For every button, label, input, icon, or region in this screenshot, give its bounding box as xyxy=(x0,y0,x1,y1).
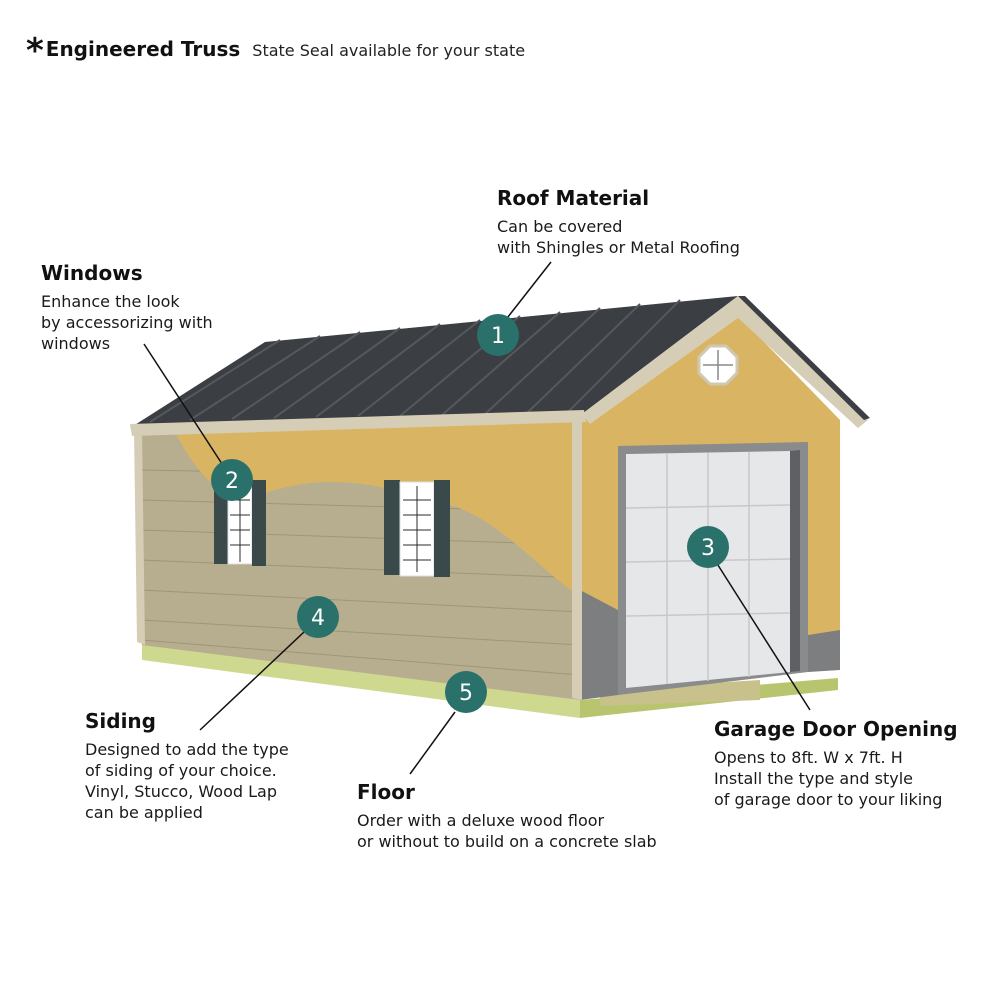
badge-5-number: 5 xyxy=(459,681,473,706)
callout-line: of garage door to your liking xyxy=(714,790,943,809)
callout-line: can be applied xyxy=(85,803,203,822)
badge-2: 2 xyxy=(211,459,253,501)
leader-line-4 xyxy=(199,631,305,731)
callout-title: Roof Material xyxy=(497,186,650,210)
callout-line: windows xyxy=(41,334,111,353)
asterisk: * xyxy=(26,31,44,71)
roof-ribs xyxy=(149,299,681,423)
leader-line-1 xyxy=(503,261,552,323)
badge-1: 1 xyxy=(477,314,519,356)
roof-fascia xyxy=(130,410,586,436)
callout-title: Siding xyxy=(85,709,156,733)
callout-garage-door-opening: Garage Door Opening Opens to 8ft. W x 7f… xyxy=(714,717,958,810)
octagon-window-icon xyxy=(697,344,739,386)
callout-line: Can be covered xyxy=(497,217,623,236)
callout-siding: Siding Designed to add the type of sidin… xyxy=(85,709,289,823)
badge-2-number: 2 xyxy=(225,469,239,494)
garage-door-jamb xyxy=(790,450,800,672)
callout-windows: Windows Enhance the look by accessorizin… xyxy=(41,261,213,354)
callout-line: Install the type and style xyxy=(714,769,913,788)
leader-line-5 xyxy=(409,711,456,775)
callout-line: Opens to 8ft. W x 7ft. H xyxy=(714,748,903,767)
callout-title: Floor xyxy=(357,780,415,804)
gable-roof-edge xyxy=(738,296,870,420)
callout-title: Garage Door Opening xyxy=(714,717,958,741)
header-subtitle: State Seal available for your state xyxy=(252,41,526,60)
callout-floor: Floor Order with a deluxe wood floor or … xyxy=(357,780,657,852)
window-right-icon xyxy=(384,480,450,577)
leader-lines xyxy=(143,261,811,775)
callout-line: of siding of your choice. xyxy=(85,761,277,780)
badge-5: 5 xyxy=(445,671,487,713)
callout-line: Vinyl, Stucco, Wood Lap xyxy=(85,782,277,801)
badge-4-number: 4 xyxy=(311,606,325,631)
corner-trim xyxy=(572,420,582,700)
callout-line: Designed to add the type xyxy=(85,740,289,759)
gable-wall-lower-right xyxy=(808,630,840,672)
badge-1-number: 1 xyxy=(491,324,505,349)
callout-title: Windows xyxy=(41,261,143,285)
header-title: Engineered Truss xyxy=(45,37,241,61)
callout-line: Enhance the look xyxy=(41,292,180,311)
badge-3: 3 xyxy=(687,526,729,568)
badge-4: 4 xyxy=(297,596,339,638)
callout-line: with Shingles or Metal Roofing xyxy=(497,238,740,257)
side-wall-osb xyxy=(175,420,578,595)
leader-line-3 xyxy=(715,561,811,711)
gable-trim xyxy=(582,296,868,428)
callout-line: Order with a deluxe wood floor xyxy=(357,811,605,830)
callout-roof-material: Roof Material Can be covered with Shingl… xyxy=(497,186,740,258)
leader-line-2 xyxy=(143,343,227,471)
floor-joists xyxy=(600,680,760,706)
badge-3-number: 3 xyxy=(701,536,715,561)
callout-line: by accessorizing with xyxy=(41,313,213,332)
gable-wall-lower xyxy=(580,590,618,700)
header: * Engineered Truss State Seal available … xyxy=(26,28,526,68)
callout-line: or without to build on a concrete slab xyxy=(357,832,657,851)
corner-trim-left xyxy=(134,430,145,645)
